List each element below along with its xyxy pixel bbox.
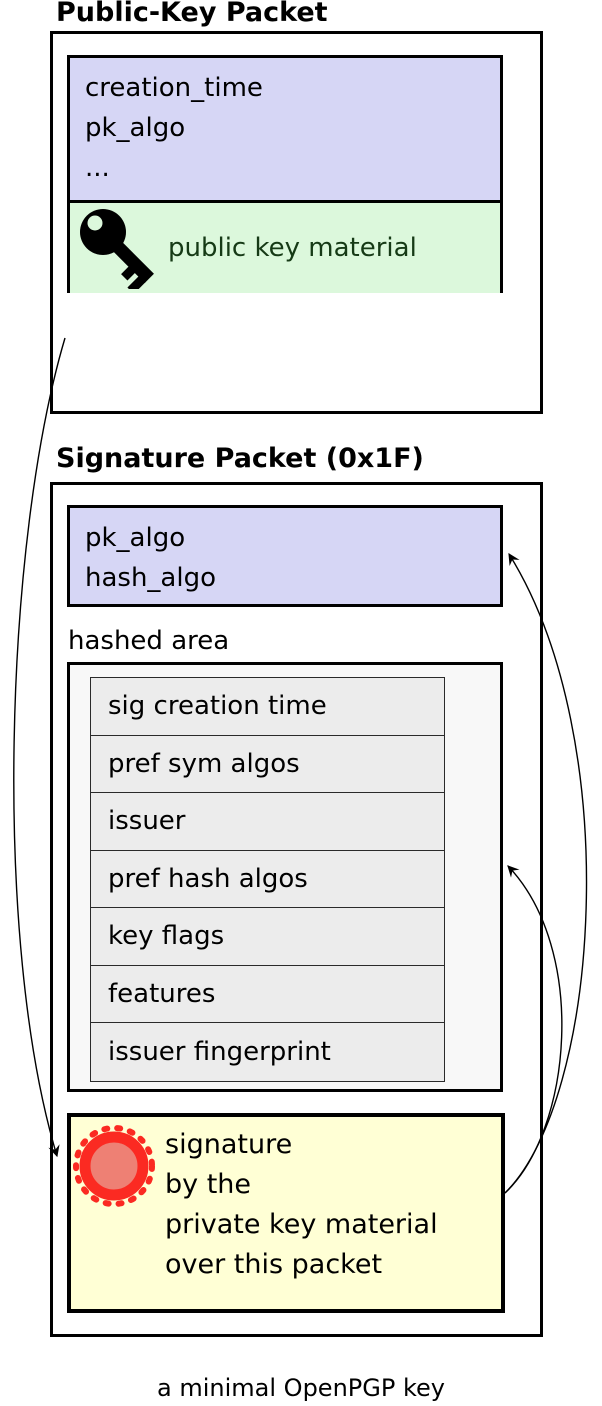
subpacket-pref-hash-algos: pref hash algos	[91, 850, 444, 908]
public-key-header-fields: creation_time pk_algo ...	[70, 58, 500, 203]
diagram-caption: a minimal OpenPGP key	[157, 1374, 445, 1402]
subpacket-pref-sym-algos: pref sym algos	[91, 735, 444, 793]
key-icon	[80, 209, 154, 289]
subpacket-features: features	[91, 965, 444, 1023]
hashed-area-box: sig creation time pref sym algos issuer …	[67, 662, 503, 1092]
signature-line: by the	[165, 1169, 252, 1200]
field-hash-algo: hash_algo	[85, 563, 217, 593]
signature-line: signature	[165, 1129, 293, 1160]
field-creation-time: creation_time	[85, 73, 263, 103]
signature-header-fields: pk_algo hash_algo	[67, 505, 503, 607]
signature-description: signature by the private key material ov…	[165, 1125, 438, 1285]
public-key-material-section: public key material	[70, 203, 500, 293]
subpacket-sig-creation-time: sig creation time	[91, 678, 444, 736]
field-ellipsis: ...	[85, 153, 110, 183]
signature-line: private key material	[165, 1209, 438, 1240]
public-key-material-label: public key material	[168, 233, 417, 263]
subpacket-issuer: issuer	[91, 793, 444, 851]
signature-line: over this packet	[165, 1249, 383, 1280]
subpacket-issuer-fingerprint: issuer fingerprint	[91, 1023, 444, 1081]
field-pk-algo: pk_algo	[85, 523, 186, 553]
signature-value-box: signature by the private key material ov…	[67, 1113, 505, 1313]
public-key-packet-contents: creation_time pk_algo ... public key mat…	[67, 55, 503, 293]
subpacket-list: sig creation time pref sym algos issuer …	[90, 677, 445, 1082]
signature-packet-title: Signature Packet (0x1F)	[56, 443, 424, 474]
subpacket-key-flags: key flags	[91, 908, 444, 966]
hashed-area-label: hashed area	[68, 626, 230, 656]
seal-icon	[73, 1125, 155, 1207]
field-pk-algo: pk_algo	[85, 113, 186, 143]
public-key-packet-title: Public-Key Packet	[56, 0, 328, 28]
